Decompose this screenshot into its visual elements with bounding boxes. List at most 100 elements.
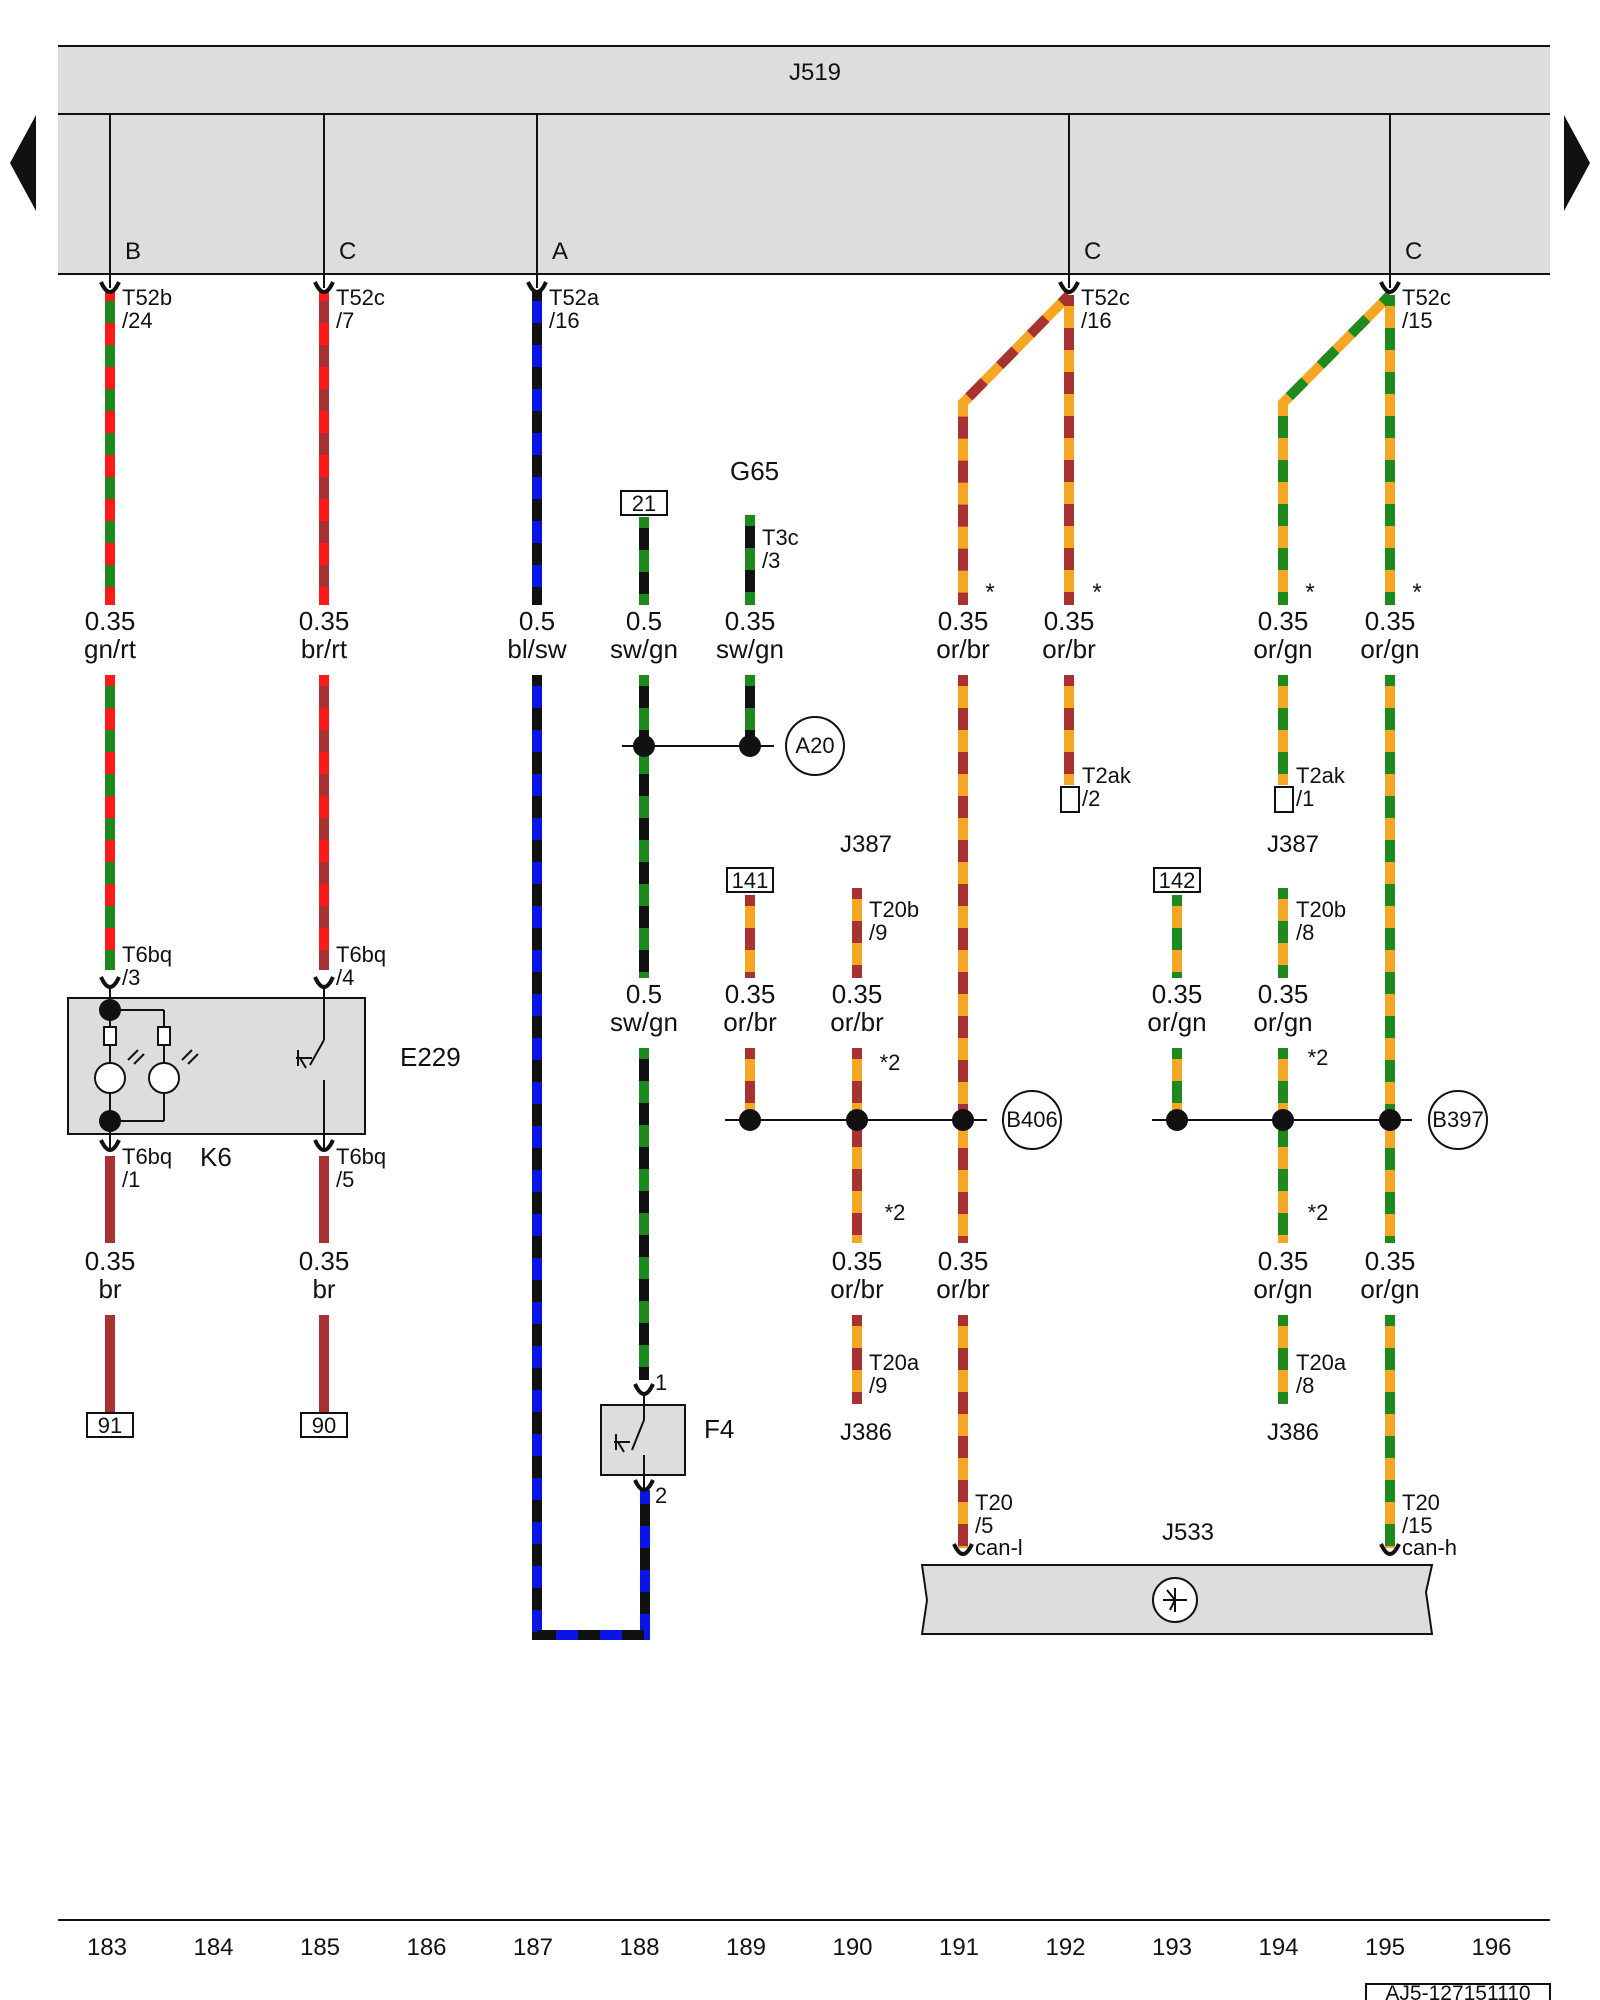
ecu-pin-pin: /15 [1402, 308, 1433, 333]
footnote-star: * [1092, 579, 1101, 606]
ref-141-label: 141 [732, 868, 769, 893]
k6-label: K6 [200, 1142, 232, 1172]
wire-color-label: or/br [1042, 634, 1096, 664]
t20a9-connector: T20a [869, 1350, 920, 1375]
footnote-star: * [1305, 579, 1314, 606]
ecu-pin-contact-icon [526, 281, 548, 294]
wire-size-label: 0.35 [1044, 606, 1095, 636]
wire-size-label: 0.35 [1258, 606, 1309, 636]
prev-page-icon[interactable] [10, 115, 36, 211]
j387-label-left: J387 [840, 831, 892, 858]
wire-size-label: 0.35 [299, 1246, 350, 1276]
t20b9-connector: T20b [869, 897, 919, 922]
t20a8-pin: /8 [1296, 1373, 1314, 1398]
wire-size-label: 0.35 [299, 606, 350, 636]
f4-label: F4 [704, 1414, 734, 1444]
lamp-icon [148, 1062, 180, 1094]
ref-91-label: 91 [98, 1413, 122, 1438]
pin-contact-icon [99, 1139, 121, 1152]
wire-color-label: gn/rt [84, 634, 137, 664]
ecu-pin-contact-icon [1058, 281, 1080, 294]
t3c-pin: /3 [762, 548, 780, 573]
t20-15-pin: /15 [1402, 1513, 1433, 1538]
e229-label: E229 [400, 1042, 461, 1072]
t6bq1-pin: /1 [122, 1167, 140, 1192]
wire-size-label: 0.5 [626, 606, 662, 636]
ref-90 [300, 1412, 348, 1438]
wire-or-gn-diag-stripe [1278, 291, 1394, 605]
ecu-pin-letter: C [1084, 238, 1101, 265]
t2ak2-connector: T2ak [1082, 763, 1132, 788]
wire-color-label: or/br [830, 1007, 884, 1037]
wire-size-label: 0.35 [1152, 979, 1203, 1009]
ecu-pin-contact-icon [313, 281, 335, 294]
doc-id-box [1365, 1983, 1551, 2000]
wire-color-label: or/br [936, 1274, 990, 1304]
t3c-connector: T3c [762, 525, 799, 550]
ecu-pin-pin: /24 [122, 308, 153, 333]
wire-size-label: 0.35 [1258, 979, 1309, 1009]
grid-number: 195 [1365, 1934, 1405, 1961]
next-page-icon[interactable] [1564, 115, 1590, 211]
ref-90-label: 90 [312, 1413, 336, 1438]
wire-or-br-diag-stripe [958, 291, 1073, 605]
f4-pin2-label: 2 [655, 1483, 667, 1508]
footnote-star: * [1412, 579, 1421, 606]
ecu-pin-contact-icon [1379, 281, 1401, 294]
grid-number: 191 [939, 1934, 979, 1961]
ref-142-label: 142 [1159, 868, 1196, 893]
wire-color-label: sw/gn [610, 1007, 678, 1037]
wire-or-br-diag [958, 291, 1073, 605]
wire-or-gn-diag [1278, 291, 1394, 605]
switch-actuator-icon [614, 1434, 630, 1453]
light-ray-icon [187, 1053, 199, 1065]
t2ak1-pin: /1 [1296, 786, 1314, 811]
ecu-pin-pin: /7 [336, 308, 354, 333]
ref-141 [726, 867, 774, 893]
b406-circle-label: B406 [1006, 1107, 1057, 1132]
ref-21-label: 21 [632, 491, 656, 516]
e229-switch-lever [309, 1039, 325, 1066]
gateway-icon-symbol [1163, 1588, 1187, 1612]
junction-dot [1166, 1109, 1188, 1131]
can-h-label: can-h [1402, 1535, 1457, 1560]
light-ray-icon [181, 1049, 193, 1061]
wire-size-label: 0.35 [938, 1246, 989, 1276]
t20a9-pin: /9 [869, 1373, 887, 1398]
wire-color-label: br/rt [301, 634, 348, 664]
pin-contact-icon [313, 976, 335, 989]
grid-number: 196 [1471, 1934, 1511, 1961]
wire-color-label: or/gn [1147, 1007, 1206, 1037]
grid-number: 184 [193, 1934, 233, 1961]
j533-label: J533 [1162, 1519, 1214, 1546]
pin-contact-icon [633, 1383, 655, 1396]
ecu-pin-connector: T52c [336, 285, 385, 310]
light-ray-icon [133, 1053, 145, 1065]
t6bq3-connector: T6bq [122, 942, 172, 967]
t2ak-connector-icon [1060, 786, 1080, 813]
wire-size-label: 0.35 [832, 1246, 883, 1276]
light-ray-icon [127, 1049, 139, 1061]
junction-dot [633, 735, 655, 757]
ref-21 [620, 490, 668, 516]
junction-dot [952, 1109, 974, 1131]
ecu-pin-letter: C [339, 238, 356, 265]
k6-node-dot [99, 1110, 121, 1132]
wire-color-label: or/gn [1253, 1274, 1312, 1304]
b397-circle-label: B397 [1432, 1107, 1483, 1132]
footnote-note2: *2 [885, 1200, 906, 1225]
wire-size-label: 0.35 [1365, 1246, 1416, 1276]
footnote-note2: *2 [880, 1050, 901, 1075]
t20b8-connector: T20b [1296, 897, 1346, 922]
ecu-pin-pin: /16 [1081, 308, 1112, 333]
grid-number: 190 [832, 1934, 872, 1961]
grid-number: 188 [619, 1934, 659, 1961]
wire-color-label: br [312, 1274, 335, 1304]
grid-number: 189 [726, 1934, 766, 1961]
ecu-pin-connector: T52a [549, 285, 600, 310]
wire-size-label: 0.35 [1258, 1246, 1309, 1276]
t20a8-connector: T20a [1296, 1350, 1347, 1375]
junction-dot [1272, 1109, 1294, 1131]
j519-box [58, 46, 1550, 274]
